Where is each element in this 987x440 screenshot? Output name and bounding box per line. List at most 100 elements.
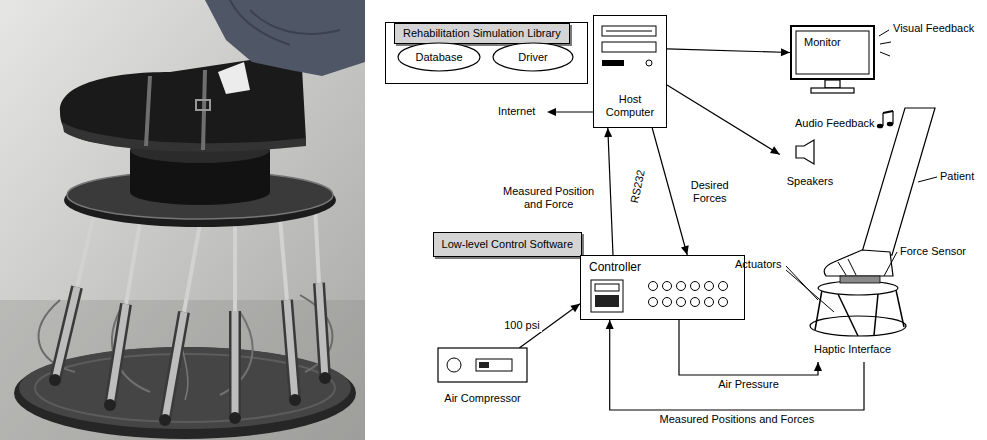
drawn-polygon <box>796 140 814 164</box>
drawn-polygon <box>547 108 556 116</box>
drawn-rect <box>0 0 365 440</box>
drawn-rect <box>602 26 656 36</box>
drawn-rect <box>438 348 527 382</box>
controller-box: Controller <box>580 255 745 320</box>
drawn-circle <box>691 282 700 291</box>
drawn-line <box>184 224 200 312</box>
compressor-icon: Air Compressor <box>430 348 535 405</box>
drawn-line <box>883 111 893 113</box>
drawn-ellipse <box>810 316 906 336</box>
monitor-screen-outline <box>792 27 873 78</box>
drawn-circle <box>646 60 652 66</box>
drawn-line <box>874 294 878 335</box>
feedback-label: Visual Feedback <box>893 22 974 35</box>
drawn-line <box>918 177 937 182</box>
node-label: Controller <box>589 260 736 274</box>
drawn-circle <box>49 374 61 386</box>
leader-lines <box>786 177 937 312</box>
drawn-circle <box>289 394 301 406</box>
arrow-head <box>814 362 822 371</box>
drawn-circle <box>319 372 331 384</box>
drawn-line <box>232 311 239 418</box>
connector <box>606 320 864 410</box>
drawn-line <box>110 304 126 405</box>
drawn-ellipse <box>877 124 883 129</box>
actuator-struts <box>49 205 331 426</box>
node-label: Database <box>415 51 462 64</box>
drawn-rect <box>602 60 624 66</box>
edge-label: Measured Positions and Forces <box>658 413 817 426</box>
drawn-line <box>896 290 904 327</box>
drawn-path <box>250 10 340 34</box>
drawn-line <box>315 205 319 283</box>
arrow-head <box>604 128 612 137</box>
internet-arrow <box>547 108 595 116</box>
part-label: Patient <box>940 170 974 183</box>
drawn-circle <box>719 282 728 291</box>
connector <box>667 48 790 56</box>
drawn-line <box>55 287 77 380</box>
connector-line <box>679 320 818 375</box>
haptic-platform-drawing <box>810 276 906 336</box>
drawn-ellipse <box>130 179 270 205</box>
arrow-head <box>606 320 614 329</box>
arrow-head <box>681 245 689 255</box>
monitor-screen: Monitor <box>790 25 875 80</box>
drawn-line <box>233 224 237 311</box>
arrow-head <box>770 146 780 154</box>
arrow-head <box>570 304 580 313</box>
drawn-line <box>319 283 325 378</box>
connector <box>667 85 780 154</box>
drawn-circle <box>447 358 461 372</box>
drawn-circle <box>705 282 714 291</box>
drawn-line <box>848 259 856 275</box>
drawn-circle <box>159 414 171 426</box>
feedback-label: Audio Feedback <box>795 117 875 130</box>
drawn-line <box>165 312 184 420</box>
drawn-line <box>165 312 184 420</box>
drawn-circle <box>719 298 728 307</box>
drawn-polygon <box>218 62 250 94</box>
drawn-rect <box>811 88 854 93</box>
part-label: Actuators <box>735 258 781 271</box>
node-label: Monitor <box>804 36 861 49</box>
network-label: Internet <box>498 105 535 118</box>
edge-label: Measured Position and Force <box>497 185 601 211</box>
drawn-line <box>892 111 893 124</box>
drawn-line <box>556 111 595 112</box>
drawn-rect <box>602 42 656 52</box>
drawn-path <box>879 30 889 36</box>
node-label: Speakers <box>787 175 833 188</box>
drawn-line <box>884 252 897 276</box>
software-box: Low-level Control Software <box>433 232 582 257</box>
drawn-rect <box>591 280 623 312</box>
haptic-interface: Haptic Interface <box>795 268 910 362</box>
drawn-line <box>55 287 77 380</box>
drawn-path <box>880 42 891 44</box>
drawn-path <box>880 52 890 56</box>
drawn-circle <box>677 282 686 291</box>
edge-label: 100 psi <box>502 319 541 332</box>
module-ellipse: Database <box>397 42 481 72</box>
connector <box>604 128 613 255</box>
drawn-path <box>230 0 290 45</box>
node-label: Host Computer <box>600 93 660 119</box>
node-label: Rehabilitation Simulation Library <box>394 23 570 44</box>
drawn-line <box>838 294 858 336</box>
library-panel: Rehabilitation Simulation LibraryDatabas… <box>385 22 588 84</box>
connector-line <box>667 85 780 154</box>
drawn-rect <box>479 362 489 368</box>
drawn-rect <box>476 359 512 371</box>
drawn-line <box>606 31 652 32</box>
computer-tower: Host Computer <box>593 15 667 128</box>
connector-line <box>610 320 864 410</box>
drawn-line <box>146 76 150 146</box>
drawn-circle <box>677 298 686 307</box>
module-ellipse: Driver <box>492 42 574 72</box>
drawn-rect <box>595 284 619 291</box>
part-label: Force Sensor <box>900 245 966 258</box>
drawn-path <box>62 122 306 152</box>
drawn-line <box>838 262 846 275</box>
drawn-path <box>862 108 935 255</box>
drawn-circle <box>649 282 658 291</box>
